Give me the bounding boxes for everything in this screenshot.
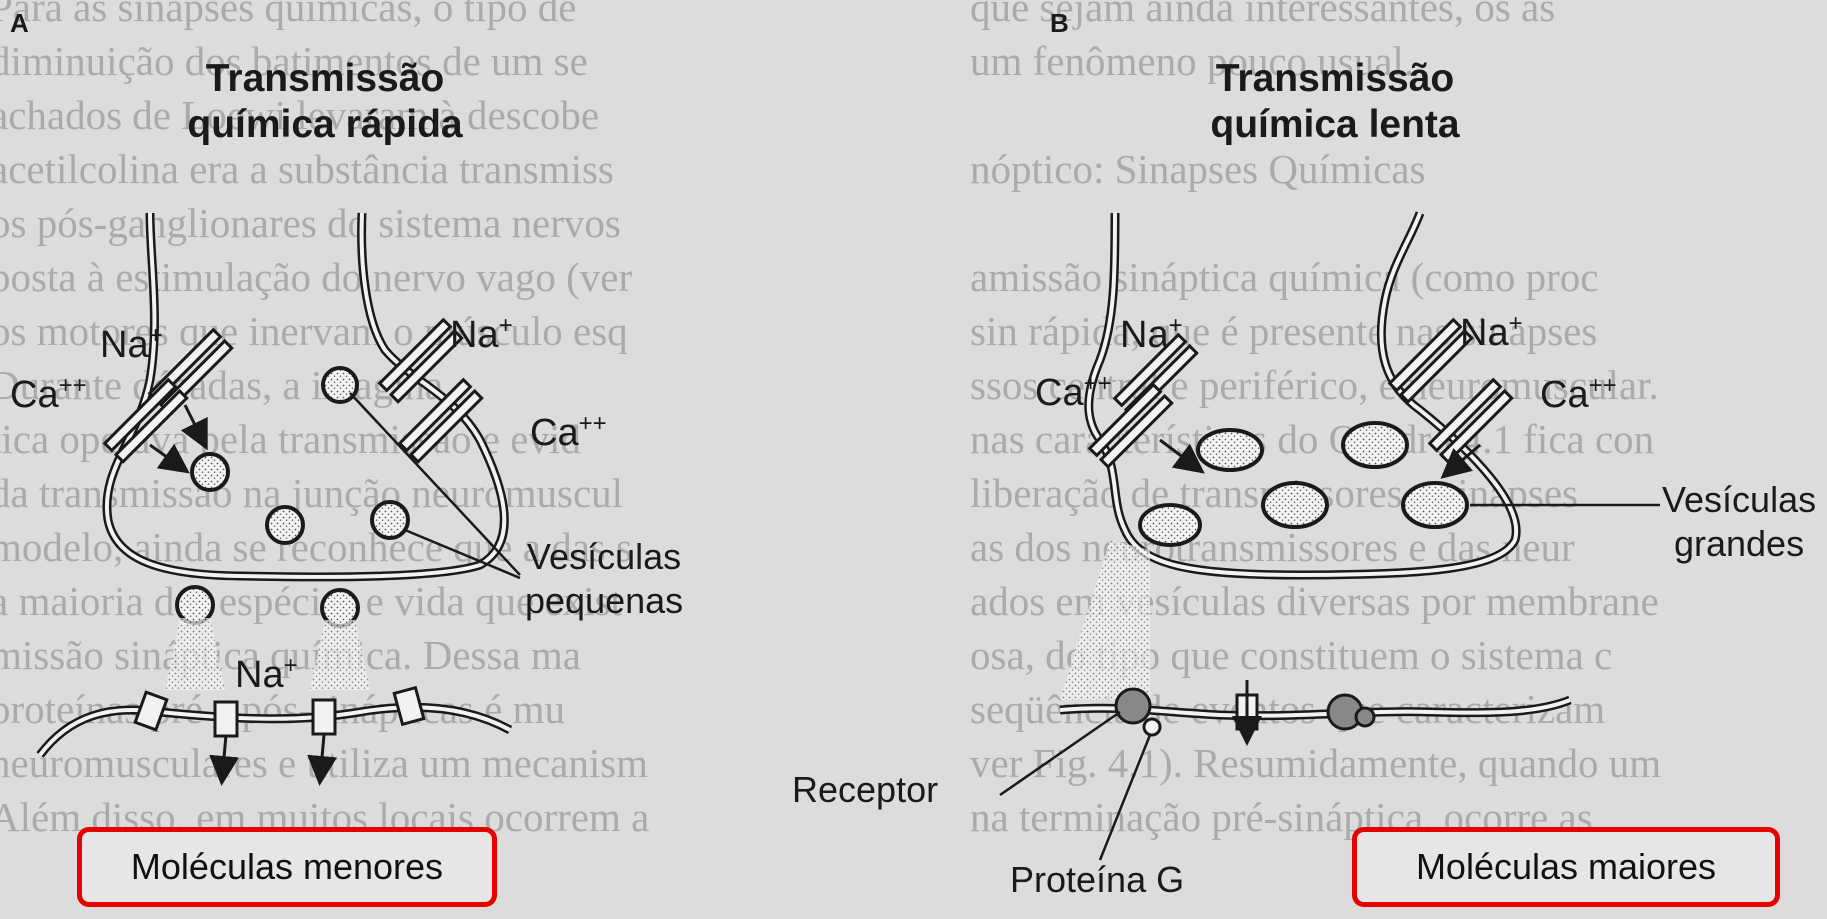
large-vesicles-label-line2: grandes bbox=[1662, 522, 1816, 566]
g-protein bbox=[1144, 719, 1160, 735]
ca-label-a-left: Ca++ bbox=[10, 372, 87, 417]
postsynaptic-membrane-a bbox=[40, 707, 510, 755]
small-vesicles-label: Vesículas pequenas bbox=[525, 535, 683, 623]
na-label-a-right: Na+ bbox=[450, 312, 513, 357]
vesicle bbox=[1403, 483, 1467, 527]
large-vesicles bbox=[1140, 423, 1467, 545]
receptor-label: Receptor bbox=[792, 768, 938, 812]
ca-label-a-right: Ca++ bbox=[530, 410, 607, 455]
caption-smaller-molecules-text: Moléculas menores bbox=[131, 846, 443, 888]
neurotransmitter-release-b bbox=[1060, 540, 1150, 700]
large-vesicles-label: Vesículas grandes bbox=[1662, 478, 1816, 566]
large-vesicles-label-line1: Vesículas bbox=[1662, 478, 1816, 522]
caption-larger-molecules: Moléculas maiores bbox=[1352, 827, 1780, 907]
panel-b-title-line2: química lenta bbox=[1170, 102, 1500, 148]
panel-b-title-line1: Transmissão bbox=[1170, 56, 1500, 102]
panel-a-title: Transmissão química rápida bbox=[160, 56, 490, 148]
na-label-b-left: Na+ bbox=[1120, 312, 1183, 357]
small-vesicles-label-line1: Vesículas bbox=[525, 535, 683, 579]
panel-b-letter: B bbox=[1050, 8, 1069, 39]
g-protein-label: Proteína G bbox=[1010, 858, 1184, 902]
caption-larger-molecules-text: Moléculas maiores bbox=[1416, 846, 1716, 888]
receptor bbox=[1116, 689, 1150, 723]
vesicle bbox=[372, 502, 408, 538]
vesicle bbox=[1263, 483, 1327, 527]
vesicle bbox=[323, 368, 357, 402]
panel-a-title-line2: química rápida bbox=[160, 102, 490, 148]
panel-b-title: Transmissão química lenta bbox=[1170, 56, 1500, 148]
panel-a-title-line1: Transmissão bbox=[160, 56, 490, 102]
vesicle bbox=[192, 454, 228, 490]
panel-b bbox=[1000, 213, 1660, 860]
na-label-a-left: Na+ bbox=[100, 322, 163, 367]
ca-label-b-left: Ca++ bbox=[1035, 370, 1112, 415]
na-label-a-bottom: Na+ bbox=[235, 652, 298, 697]
g-protein-2 bbox=[1356, 708, 1374, 726]
neurotransmitter-release-a bbox=[165, 618, 225, 690]
caption-smaller-molecules: Moléculas menores bbox=[77, 827, 497, 907]
small-vesicles-label-line2: pequenas bbox=[525, 579, 683, 623]
vesicle bbox=[1198, 430, 1262, 470]
vesicle bbox=[177, 587, 213, 623]
vesicle bbox=[1140, 505, 1200, 545]
ca-label-b-right: Ca++ bbox=[1540, 372, 1617, 417]
vesicle bbox=[267, 507, 303, 543]
vesicle bbox=[1343, 423, 1407, 467]
small-vesicles bbox=[177, 368, 408, 626]
panel-a-letter: A bbox=[10, 8, 29, 39]
na-label-b-right: Na+ bbox=[1460, 310, 1523, 355]
